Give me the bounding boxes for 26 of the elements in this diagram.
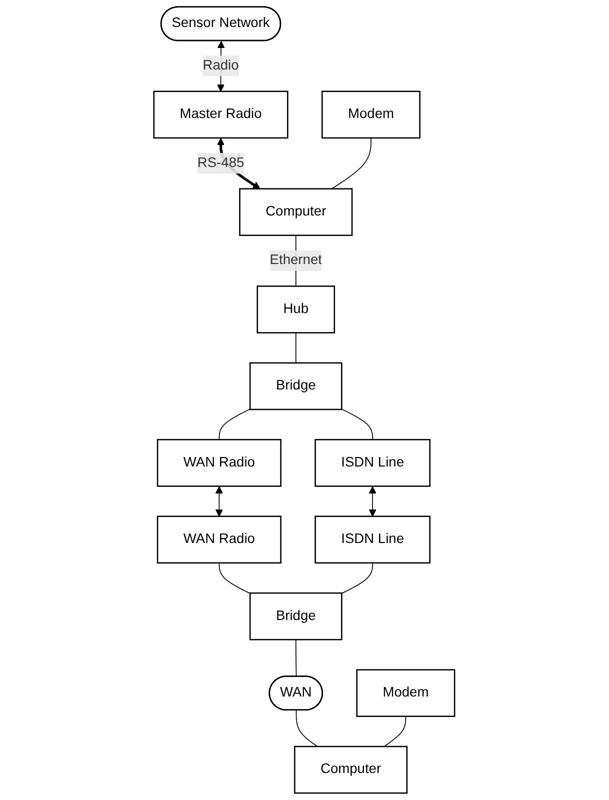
connector (219, 562, 251, 594)
edge-label: Ethernet (270, 253, 322, 268)
node-box: Computer (294, 746, 408, 794)
connector (342, 408, 374, 440)
arrow (369, 486, 377, 517)
connector (296, 332, 297, 364)
node-box: ISDN Line (314, 516, 431, 564)
node-box: ISDN Line (314, 439, 431, 487)
arrow (216, 486, 224, 517)
connector (384, 716, 406, 747)
node-box: WAN Radio (157, 439, 282, 487)
connector (342, 562, 374, 594)
connector (296, 639, 297, 678)
node-box: Modem (356, 669, 456, 717)
node-box: WAN Radio (157, 516, 282, 564)
edge-label: Radio (203, 58, 240, 73)
node-box: Bridge (250, 362, 343, 410)
node-box: Computer (239, 188, 353, 236)
connector (296, 710, 318, 747)
connector (219, 408, 251, 440)
connector (332, 138, 372, 190)
node-box: Modem (322, 90, 421, 139)
node-box: Hub (256, 286, 336, 334)
edge-label: RS-485 (198, 156, 244, 170)
node-box: Master Radio (154, 90, 289, 139)
node-box: Bridge (250, 592, 343, 640)
